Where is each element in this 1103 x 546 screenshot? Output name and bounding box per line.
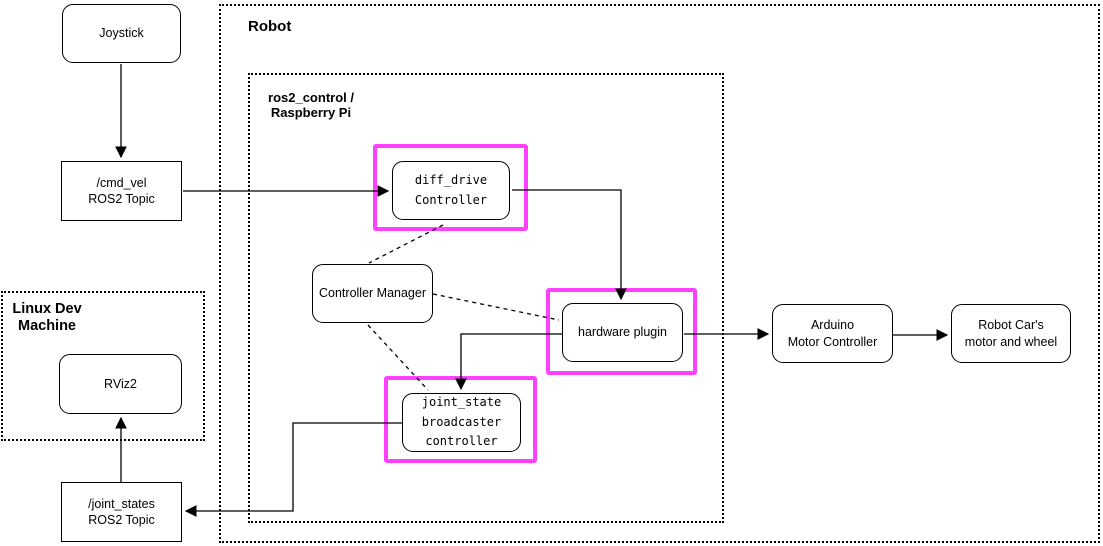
node-joint-state-broadcaster: joint_state broadcaster controller <box>402 393 521 452</box>
node-joint-states-topic: /joint_states ROS2 Topic <box>61 482 182 542</box>
node-rviz2: RViz2 <box>59 354 182 414</box>
node-robot-car-motor-wheel: Robot Car's motor and wheel <box>951 304 1071 363</box>
container-ros2-control <box>248 73 724 523</box>
node-cmd-vel-topic: /cmd_vel ROS2 Topic <box>61 161 182 221</box>
container-linux-dev-label: Linux Dev Machine <box>12 301 82 334</box>
node-joystick: Joystick <box>62 4 181 63</box>
container-robot <box>219 4 1100 543</box>
node-diff-drive-controller: diff_drive Controller <box>392 161 510 220</box>
container-ros2-control-label: ros2_control / Raspberry Pi <box>268 90 354 120</box>
node-hardware-plugin: hardware plugin <box>562 303 683 362</box>
container-linux-dev-machine <box>1 291 205 441</box>
node-arduino-motor-controller: Arduino Motor Controller <box>772 304 893 363</box>
node-controller-manager: Controller Manager <box>312 264 433 323</box>
container-robot-label: Robot <box>248 18 292 35</box>
